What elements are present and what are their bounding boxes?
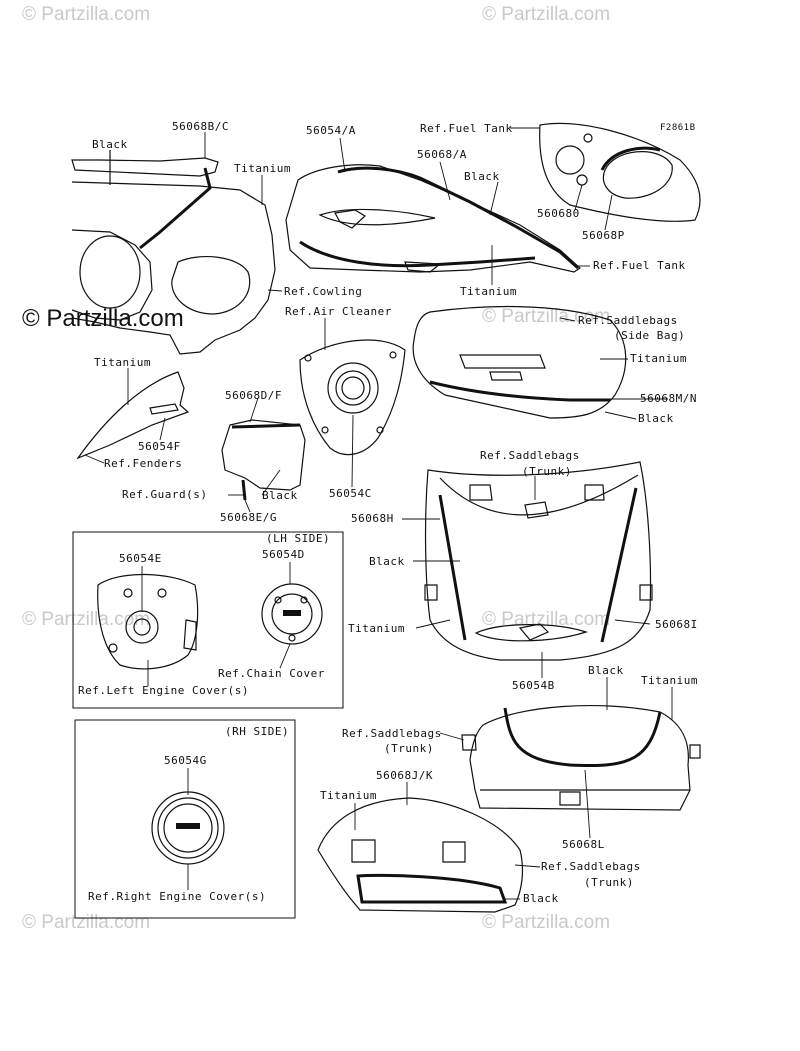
label-titanium: Titanium xyxy=(234,162,291,175)
label-part-56068I: 56068I xyxy=(655,618,698,631)
label-part-56054C: 56054C xyxy=(329,487,372,500)
tank-closeup-illustration xyxy=(539,122,701,222)
label-ref-guards: Ref.Guard(s) xyxy=(122,488,207,501)
right-engine-cover-illustration xyxy=(151,791,225,865)
label-ref-right-engine-cover: Ref.Right Engine Cover(s) xyxy=(88,890,266,903)
fender-illustration xyxy=(76,371,190,460)
guard-illustration xyxy=(221,419,306,501)
watermark: © Partzilla.com xyxy=(482,912,610,933)
label-ref-chain-cover: Ref.Chain Cover xyxy=(218,667,325,680)
label-ref-left-engine-cover: Ref.Left Engine Cover(s) xyxy=(78,684,249,697)
rh-side-box xyxy=(74,719,296,919)
label-part-56068-A: 56068/A xyxy=(417,148,467,161)
air-cleaner-illustration xyxy=(299,339,406,456)
label-titanium: Titanium xyxy=(320,789,377,802)
figure-code: F2861B xyxy=(660,123,696,133)
watermark: © Partzilla.com xyxy=(22,609,150,630)
trunk-front-illustration xyxy=(424,461,653,661)
label-ref-saddlebags: Ref.Saddlebags xyxy=(342,727,442,740)
label-ref-saddlebags: Ref.Saddlebags xyxy=(578,314,678,327)
label-ref-air-cleaner: Ref.Air Cleaner xyxy=(285,305,392,318)
fuel-tank-illustration xyxy=(285,164,581,273)
trunk-side-illustration xyxy=(317,797,524,913)
trunk-rear-illustration xyxy=(461,704,701,811)
label-part-56068B-C: 56068B/C xyxy=(172,120,229,133)
label-part-56054D: 56054D xyxy=(262,548,305,561)
leader-lines xyxy=(84,127,673,900)
label-part-560680: 560680 xyxy=(537,207,580,220)
label-part-56054B: 56054B xyxy=(512,679,555,692)
label-ref-saddlebags: Ref.Saddlebags xyxy=(480,449,580,462)
label-ref-saddlebags: Ref.Saddlebags xyxy=(541,860,641,873)
label-part-56068L: 56068L xyxy=(562,838,605,851)
label-titanium: Titanium xyxy=(641,674,698,687)
watermark: © Partzilla.com xyxy=(482,306,610,327)
watermark: © Partzilla.com xyxy=(482,4,610,25)
label-rh-side: (RH SIDE) xyxy=(225,725,289,738)
label-black: Black xyxy=(638,412,674,425)
label-titanium: Titanium xyxy=(630,352,687,365)
label-part-56054G: 56054G xyxy=(164,754,207,767)
watermark: © Partzilla.com xyxy=(22,912,150,933)
label-black: Black xyxy=(523,892,559,905)
label-titanium: Titanium xyxy=(94,356,151,369)
lh-side-box xyxy=(72,531,344,709)
label-black: Black xyxy=(464,170,500,183)
label-titanium: Titanium xyxy=(460,285,517,298)
label-trunk: (Trunk) xyxy=(584,876,634,889)
label-part-56054-A: 56054/A xyxy=(306,124,356,137)
label-black: Black xyxy=(369,555,405,568)
label-lh-side: (LH SIDE) xyxy=(266,532,330,545)
label-part-56068D-F: 56068D/F xyxy=(225,389,282,402)
label-side-bag: (Side Bag) xyxy=(614,329,685,342)
label-ref-fuel-tank: Ref.Fuel Tank xyxy=(420,122,513,135)
label-part-56054F: 56054F xyxy=(138,440,181,453)
sidebag-illustration xyxy=(412,305,627,419)
label-part-56068P: 56068P xyxy=(582,229,625,242)
label-black: Black xyxy=(588,664,624,677)
label-ref-fenders: Ref.Fenders xyxy=(104,457,182,470)
watermark: © Partzilla.com xyxy=(22,4,150,25)
label-trunk: (Trunk) xyxy=(522,465,572,478)
label-part-56054E: 56054E xyxy=(119,552,162,565)
label-ref-fuel-tank: Ref.Fuel Tank xyxy=(593,259,686,272)
label-part-56068H: 56068H xyxy=(351,512,394,525)
label-part-56068J-K: 56068J/K xyxy=(376,769,433,782)
label-part-56068E-G: 56068E/G xyxy=(220,511,277,524)
label-black: Black xyxy=(262,489,298,502)
label-black: Black xyxy=(92,138,128,151)
label-trunk: (Trunk) xyxy=(384,742,434,755)
label-titanium: Titanium xyxy=(348,622,405,635)
label-ref-cowling: Ref.Cowling xyxy=(284,285,362,298)
label-part-56068M-N: 56068M/N xyxy=(640,392,697,405)
chain-cover-illustration xyxy=(261,583,323,645)
